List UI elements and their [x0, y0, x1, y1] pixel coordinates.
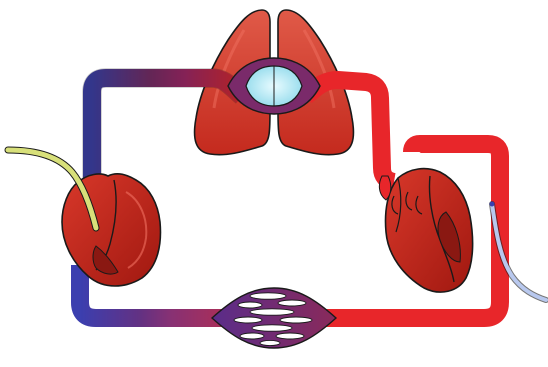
- heart-icon: [379, 169, 472, 292]
- capillary-bed-icon: [212, 288, 336, 348]
